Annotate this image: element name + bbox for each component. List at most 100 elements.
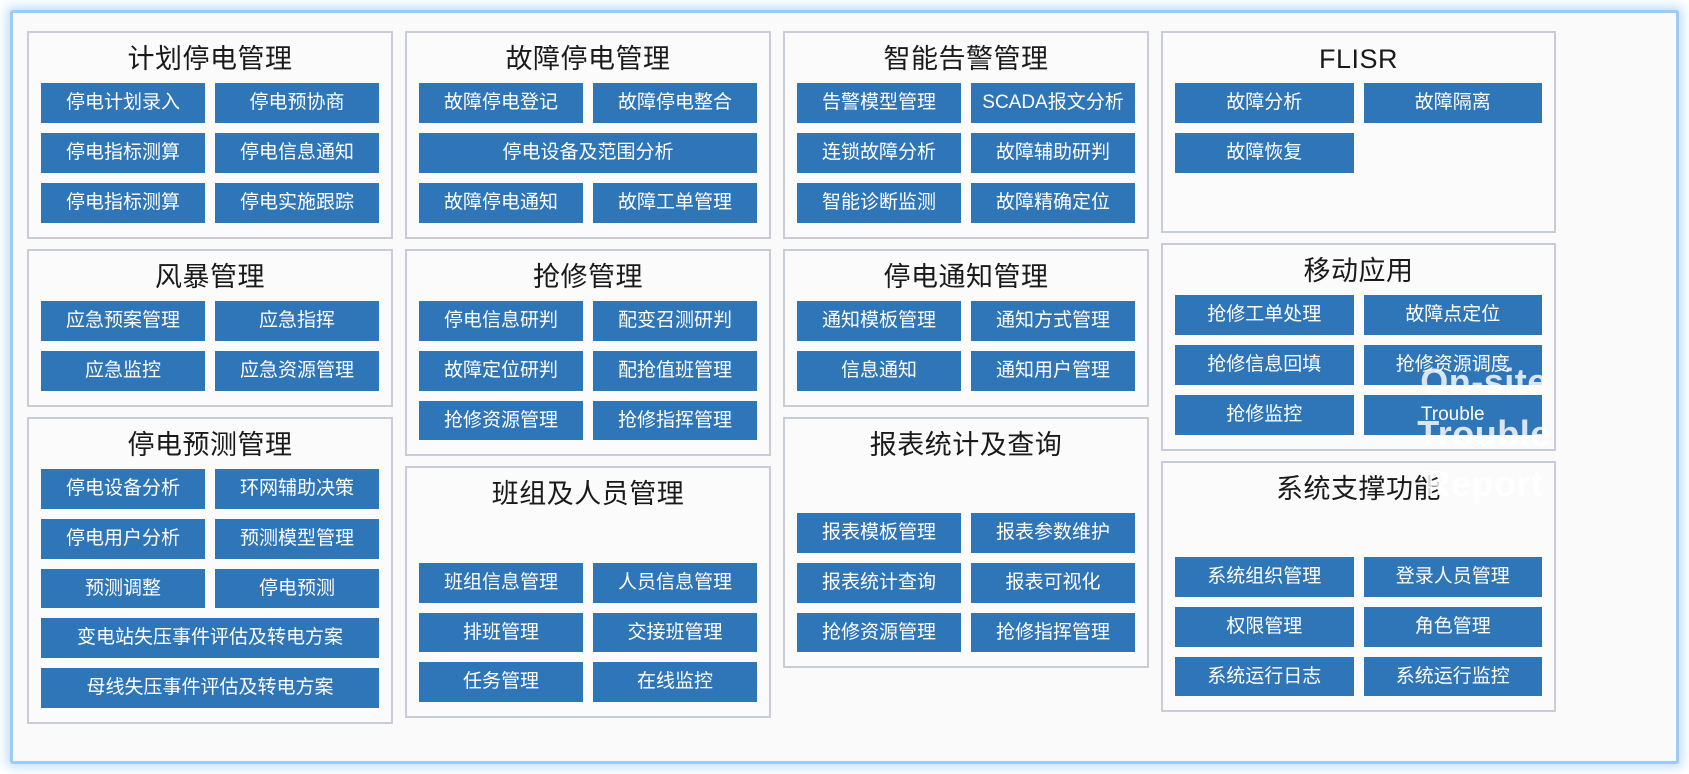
button-planned-outage-5[interactable]: 停电实施跟踪 bbox=[215, 182, 379, 223]
button-system-support-2[interactable]: 权限管理 bbox=[1175, 606, 1354, 647]
button-outage-forecast-7[interactable]: 母线失压事件评估及转电方案 bbox=[41, 668, 379, 708]
button-report-query-3[interactable]: 报表可视化 bbox=[971, 562, 1135, 603]
panel-title-outage-notice: 停电通知管理 bbox=[883, 261, 1049, 292]
button-smart-alarm-0[interactable]: 告警模型管理 bbox=[797, 83, 961, 124]
panel-team-personnel: 班组及人员管理 班组信息管理 人员信息管理 排班管理 交接班管理 任务管理 在线… bbox=[405, 466, 771, 719]
button-outage-notice-1[interactable]: 通知方式管理 bbox=[971, 301, 1135, 341]
button-team-personnel-0[interactable]: 班组信息管理 bbox=[419, 562, 583, 603]
button-mobile-app-0[interactable]: 抢修工单处理 bbox=[1175, 295, 1354, 336]
button-system-support-0[interactable]: 系统组织管理 bbox=[1175, 557, 1354, 597]
button-group-team-personnel: 班组信息管理 人员信息管理 排班管理 交接班管理 任务管理 在线监控 bbox=[419, 562, 757, 703]
button-group-planned-outage: 停电计划录入 停电预协商 停电指标测算 停电信息通知 停电指标测算 停电实施跟踪 bbox=[41, 83, 379, 223]
button-flisr-0[interactable]: 故障分析 bbox=[1175, 83, 1354, 124]
button-smart-alarm-1[interactable]: SCADA报文分析 bbox=[971, 83, 1135, 124]
flisr-empty-slot bbox=[1364, 133, 1543, 173]
panel-fault-outage: 故障停电管理 故障停电登记 故障停电整合 停电设备及范围分析 故障停电通知 故障… bbox=[405, 31, 771, 239]
button-report-query-5[interactable]: 抢修指挥管理 bbox=[971, 612, 1135, 653]
button-outage-notice-2[interactable]: 信息通知 bbox=[797, 350, 961, 391]
button-outage-forecast-6[interactable]: 变电站失压事件评估及转电方案 bbox=[41, 618, 379, 659]
button-fault-outage-3[interactable]: 故障停电通知 bbox=[419, 182, 583, 223]
button-emergency-repair-2[interactable]: 故障定位研判 bbox=[419, 350, 583, 391]
button-emergency-repair-4[interactable]: 抢修资源管理 bbox=[419, 400, 583, 441]
button-planned-outage-4[interactable]: 停电指标测算 bbox=[41, 182, 205, 223]
panel-outage-notice: 停电通知管理 通知模板管理 通知方式管理 信息通知 通知用户管理 bbox=[783, 248, 1149, 407]
panel-title-smart-alarm: 智能告警管理 bbox=[883, 44, 1049, 74]
button-outage-notice-3[interactable]: 通知用户管理 bbox=[971, 350, 1135, 391]
button-mobile-app-1[interactable]: 故障点定位 bbox=[1363, 295, 1542, 336]
button-group-mobile-app: 抢修工单处理 故障点定位 抢修信息回填 抢修资源调度 抢修监控 Trouble bbox=[1175, 295, 1542, 435]
button-flisr-2[interactable]: 故障恢复 bbox=[1175, 133, 1354, 173]
button-smart-alarm-4[interactable]: 智能诊断监测 bbox=[797, 182, 961, 223]
panel-outage-forecast: 停电预测管理 停电设备分析 环网辅助决策 停电用户分析 预测模型管理 预测调整 … bbox=[27, 416, 393, 724]
panel-report-query: 报表统计及查询 报表模板管理 报表参数维护 报表统计查询 报表可视化 抢修资源管… bbox=[783, 416, 1149, 669]
button-group-report-query: 报表模板管理 报表参数维护 报表统计查询 报表可视化 抢修资源管理 抢修指挥管理 bbox=[797, 513, 1135, 653]
button-emergency-repair-5[interactable]: 抢修指挥管理 bbox=[593, 400, 757, 441]
button-fault-outage-2[interactable]: 停电设备及范围分析 bbox=[419, 133, 757, 173]
button-outage-forecast-4[interactable]: 预测调整 bbox=[41, 568, 205, 609]
button-group-smart-alarm: 告警模型管理 SCADA报文分析 连锁故障分析 故障辅助研判 智能诊断监测 故障… bbox=[797, 83, 1135, 223]
button-team-personnel-3[interactable]: 交接班管理 bbox=[593, 612, 757, 653]
column-1: 计划停电管理 停电计划录入 停电预协商 停电指标测算 停电信息通知 停电指标测算… bbox=[27, 31, 393, 724]
button-outage-forecast-0[interactable]: 停电设备分析 bbox=[41, 469, 205, 509]
panel-spacer-flisr bbox=[1175, 173, 1542, 217]
button-planned-outage-3[interactable]: 停电信息通知 bbox=[215, 133, 379, 173]
button-smart-alarm-3[interactable]: 故障辅助研判 bbox=[971, 133, 1135, 173]
panel-system-support: 系统支撑功能 系统组织管理 登录人员管理 权限管理 角色管理 系统运行日志 系统… bbox=[1161, 460, 1556, 713]
panel-spacer-team-personnel bbox=[419, 519, 757, 563]
button-storm-1[interactable]: 应急指挥 bbox=[215, 301, 379, 341]
panel-planned-outage: 计划停电管理 停电计划录入 停电预协商 停电指标测算 停电信息通知 停电指标测算… bbox=[27, 31, 393, 239]
button-storm-2[interactable]: 应急监控 bbox=[41, 350, 205, 391]
panel-title-outage-forecast: 停电预测管理 bbox=[127, 429, 293, 460]
panel-title-emergency-repair: 抢修管理 bbox=[533, 261, 643, 292]
button-outage-notice-0[interactable]: 通知模板管理 bbox=[797, 301, 961, 341]
button-fault-outage-0[interactable]: 故障停电登记 bbox=[419, 83, 583, 124]
button-mobile-app-4[interactable]: 抢修监控 bbox=[1175, 394, 1354, 435]
button-flisr-1[interactable]: 故障隔离 bbox=[1363, 83, 1542, 124]
panel-flisr: FLISR 故障分析 故障隔离 故障恢复 bbox=[1161, 31, 1556, 233]
button-team-personnel-5[interactable]: 在线监控 bbox=[593, 662, 757, 703]
button-fault-outage-4[interactable]: 故障工单管理 bbox=[593, 182, 757, 223]
button-group-emergency-repair: 停电信息研判 配变召测研判 故障定位研判 配抢值班管理 抢修资源管理 抢修指挥管… bbox=[419, 301, 757, 441]
button-emergency-repair-1[interactable]: 配变召测研判 bbox=[593, 301, 757, 341]
panel-title-team-personnel: 班组及人员管理 bbox=[491, 479, 685, 510]
button-team-personnel-2[interactable]: 排班管理 bbox=[419, 612, 583, 653]
button-mobile-app-5[interactable]: Trouble bbox=[1363, 394, 1542, 435]
button-team-personnel-4[interactable]: 任务管理 bbox=[419, 662, 583, 703]
button-planned-outage-1[interactable]: 停电预协商 bbox=[215, 83, 379, 124]
button-mobile-app-3[interactable]: 抢修资源调度 bbox=[1363, 345, 1542, 385]
button-group-outage-forecast: 停电设备分析 环网辅助决策 停电用户分析 预测模型管理 预测调整 停电预测 变电… bbox=[41, 469, 379, 708]
button-system-support-4[interactable]: 系统运行日志 bbox=[1175, 656, 1354, 697]
button-outage-forecast-5[interactable]: 停电预测 bbox=[215, 568, 379, 609]
module-map-frame: 计划停电管理 停电计划录入 停电预协商 停电指标测算 停电信息通知 停电指标测算… bbox=[10, 10, 1679, 764]
button-outage-forecast-3[interactable]: 预测模型管理 bbox=[215, 518, 379, 559]
button-emergency-repair-0[interactable]: 停电信息研判 bbox=[419, 301, 583, 341]
button-smart-alarm-2[interactable]: 连锁故障分析 bbox=[797, 133, 961, 173]
column-3: 智能告警管理 告警模型管理 SCADA报文分析 连锁故障分析 故障辅助研判 智能… bbox=[783, 31, 1149, 669]
button-report-query-4[interactable]: 抢修资源管理 bbox=[797, 612, 961, 653]
column-2: 故障停电管理 故障停电登记 故障停电整合 停电设备及范围分析 故障停电通知 故障… bbox=[405, 31, 771, 719]
button-system-support-1[interactable]: 登录人员管理 bbox=[1363, 557, 1542, 597]
button-outage-forecast-1[interactable]: 环网辅助决策 bbox=[215, 469, 379, 509]
panel-emergency-repair: 抢修管理 停电信息研判 配变召测研判 故障定位研判 配抢值班管理 抢修资源管理 … bbox=[405, 248, 771, 457]
panel-title-flisr: FLISR bbox=[1318, 44, 1399, 74]
button-storm-0[interactable]: 应急预案管理 bbox=[41, 301, 205, 341]
button-report-query-0[interactable]: 报表模板管理 bbox=[797, 513, 961, 553]
button-fault-outage-1[interactable]: 故障停电整合 bbox=[593, 83, 757, 124]
button-team-personnel-1[interactable]: 人员信息管理 bbox=[593, 562, 757, 603]
button-report-query-1[interactable]: 报表参数维护 bbox=[971, 513, 1135, 553]
button-mobile-app-2[interactable]: 抢修信息回填 bbox=[1175, 345, 1354, 385]
button-planned-outage-2[interactable]: 停电指标测算 bbox=[41, 133, 205, 173]
button-system-support-3[interactable]: 角色管理 bbox=[1363, 606, 1542, 647]
button-emergency-repair-3[interactable]: 配抢值班管理 bbox=[593, 350, 757, 391]
button-planned-outage-0[interactable]: 停电计划录入 bbox=[41, 83, 205, 124]
button-outage-forecast-2[interactable]: 停电用户分析 bbox=[41, 518, 205, 559]
button-system-support-5[interactable]: 系统运行监控 bbox=[1363, 656, 1542, 697]
button-smart-alarm-5[interactable]: 故障精确定位 bbox=[971, 182, 1135, 223]
panel-spacer-report-query bbox=[797, 469, 1135, 513]
panel-spacer-system-support bbox=[1175, 513, 1542, 557]
button-report-query-2[interactable]: 报表统计查询 bbox=[797, 562, 961, 603]
panel-storm: 风暴管理 应急预案管理 应急指挥 应急监控 应急资源管理 bbox=[27, 248, 393, 407]
button-group-system-support: 系统组织管理 登录人员管理 权限管理 角色管理 系统运行日志 系统运行监控 bbox=[1175, 557, 1542, 697]
button-storm-3[interactable]: 应急资源管理 bbox=[215, 350, 379, 391]
